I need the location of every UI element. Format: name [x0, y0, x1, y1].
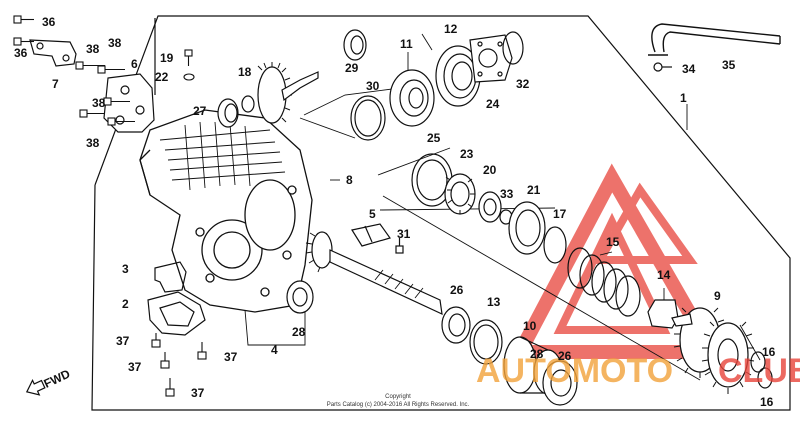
bolts-37: [151, 333, 207, 397]
watermark-text-a: AUTOMOTO: [476, 352, 673, 390]
callout-9: 9: [714, 289, 721, 303]
callout-31: 31: [397, 227, 411, 241]
mounting-plate: [103, 73, 155, 133]
callout-38-c: 38: [92, 96, 106, 110]
callout-14: 14: [657, 268, 671, 282]
callout-26-a: 26: [450, 283, 464, 297]
spring-and-cam: [567, 247, 679, 329]
driven-gears: [671, 307, 773, 394]
callout-28-b: 28: [530, 347, 544, 361]
watermark-logo: [508, 163, 725, 359]
upper-right-parts: [343, 29, 524, 141]
callout-3: 3: [122, 262, 129, 276]
callout-17: 17: [553, 207, 567, 221]
copyright-line2: Parts Catalog (c) 2004-2016 All Rights R…: [327, 402, 470, 408]
fwd-label: FWD: [42, 367, 73, 391]
pinion-gear: [257, 62, 319, 124]
callout-29: 29: [345, 61, 359, 75]
callout-25: 25: [427, 131, 441, 145]
sleeve-and-bearing: [503, 336, 578, 406]
callout-32: 32: [516, 77, 530, 91]
callout-15: 15: [606, 235, 620, 249]
output-shaft: [286, 231, 443, 316]
callout-34: 34: [682, 62, 696, 76]
callout-7: 7: [52, 77, 59, 91]
callout-20: 20: [483, 163, 497, 177]
bracket: [29, 39, 77, 67]
callout-37-a: 37: [116, 334, 130, 348]
callout-10: 10: [523, 319, 537, 333]
bolts-left: [13, 15, 135, 126]
middle-right-parts: [411, 153, 567, 264]
callout-8: 8: [346, 173, 353, 187]
callout-37-b: 37: [128, 360, 142, 374]
callout-24: 24: [486, 97, 500, 111]
center-bearings: [441, 306, 503, 365]
callout-22: 22: [155, 70, 169, 84]
callout-37-c: 37: [224, 350, 238, 364]
callout-38-b: 38: [108, 36, 122, 50]
gaskets: [147, 261, 206, 336]
callout-12: 12: [444, 22, 458, 36]
callout-27: 27: [193, 104, 207, 118]
callout-16-b: 16: [760, 395, 774, 409]
callout-30: 30: [366, 79, 380, 93]
callout-38-d: 38: [86, 136, 100, 150]
callout-18: 18: [238, 65, 252, 79]
callout-35: 35: [722, 58, 736, 72]
callout-13: 13: [487, 295, 501, 309]
watermark-text: AUTOMOTO CLUB: [476, 352, 800, 390]
callout-6: 6: [131, 57, 138, 71]
small-bolt-washer: [183, 49, 195, 81]
forward-direction-arrow: FWD: [25, 367, 73, 396]
hose-clip: [653, 62, 672, 72]
callout-19: 19: [160, 51, 174, 65]
assembly-frame: [91, 15, 791, 411]
callout-5: 5: [369, 207, 376, 221]
callout-36-b: 36: [14, 46, 28, 60]
watermark-text-b: CLUB: [718, 352, 800, 390]
callout-23: 23: [460, 147, 474, 161]
breather-hose: [648, 23, 781, 56]
callout-2: 2: [122, 297, 129, 311]
callout-21: 21: [527, 183, 541, 197]
copyright-line1: Copyright: [385, 394, 411, 400]
callout-11: 11: [400, 37, 413, 51]
callout-labels: 1 2 3 4 5 6 7 8 9 10 11 12 13 14 15 16 1…: [14, 15, 776, 409]
callout-26-b: 26: [558, 349, 572, 363]
final-gear-case: [139, 109, 313, 313]
callout-33: 33: [500, 187, 514, 201]
bearing-27: [217, 95, 255, 128]
callout-36-a: 36: [42, 15, 56, 29]
callout-4: 4: [271, 343, 278, 357]
callout-37-d: 37: [191, 386, 205, 400]
callout-28-a: 28: [292, 325, 306, 339]
clip-and-bolt: [351, 223, 404, 254]
callout-1: 1: [680, 91, 687, 105]
callout-38-a: 38: [86, 42, 100, 56]
callout-16-a: 16: [762, 345, 776, 359]
